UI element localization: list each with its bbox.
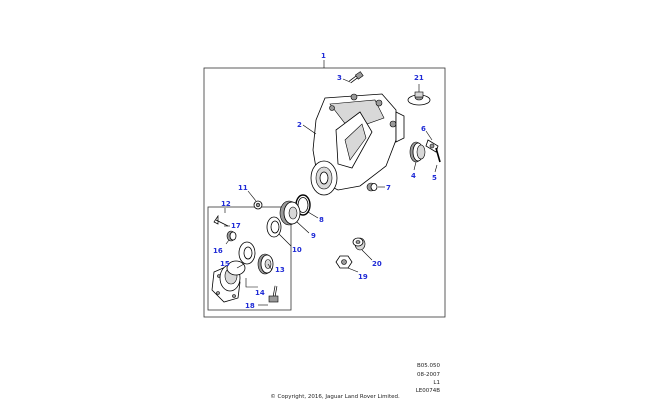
bolt-item-5[interactable]: [435, 147, 441, 163]
callout-17[interactable]: 17: [231, 222, 241, 230]
callout-18[interactable]: 18: [245, 302, 255, 310]
nut-item-19[interactable]: [335, 255, 353, 269]
callout-15[interactable]: 15: [220, 260, 230, 268]
callout-1[interactable]: 1: [321, 52, 326, 60]
bolt-item-3[interactable]: [349, 71, 364, 84]
callout-7[interactable]: 7: [386, 184, 391, 192]
callout-12[interactable]: 12: [221, 200, 231, 208]
callout-3[interactable]: 3: [337, 74, 342, 82]
bolt-item-18[interactable]: [268, 285, 279, 303]
callout-11[interactable]: 11: [238, 184, 248, 192]
callout-6[interactable]: 6: [421, 125, 426, 133]
callout-21[interactable]: 21: [414, 74, 424, 82]
callout-4[interactable]: 4: [411, 172, 416, 180]
subassembly-frame: [207, 206, 292, 311]
callout-19[interactable]: 19: [358, 273, 368, 281]
nut-item-11[interactable]: [253, 200, 263, 210]
callout-9[interactable]: 9: [311, 232, 316, 240]
diagram-level: L1: [433, 380, 440, 386]
bush-item-20[interactable]: [352, 237, 366, 251]
pin-item-17[interactable]: [213, 214, 229, 227]
bracket-item-6[interactable]: [425, 139, 439, 153]
shim-item-10[interactable]: [266, 216, 282, 238]
nut-item-16[interactable]: [226, 230, 237, 242]
plug-item-7[interactable]: [366, 182, 378, 192]
callout-5[interactable]: 5: [432, 174, 437, 182]
bearing-item-9[interactable]: [279, 200, 301, 226]
callout-2[interactable]: 2: [297, 121, 302, 129]
seal-item-13[interactable]: [257, 253, 274, 275]
callout-14[interactable]: 14: [255, 289, 265, 297]
differential-housing[interactable]: [310, 93, 405, 196]
diagram-code: B05.050: [416, 363, 440, 369]
copyright-notice: © Copyright, 2016, Jaguar Land Rover Lim…: [270, 394, 400, 400]
washer-item-15[interactable]: [238, 241, 256, 265]
diagram-date: 08-2007: [417, 372, 440, 378]
callout-8[interactable]: 8: [319, 216, 324, 224]
callout-20[interactable]: 20: [372, 260, 382, 268]
callout-16[interactable]: 16: [213, 247, 223, 255]
flange-item-14[interactable]: [211, 260, 246, 303]
diagram-ref: LE0074B: [415, 388, 440, 394]
cap-item-21[interactable]: [407, 91, 431, 106]
assembly-frame: [203, 67, 446, 318]
callout-10[interactable]: 10: [292, 246, 302, 254]
callout-13[interactable]: 13: [275, 266, 285, 274]
flange-item-4[interactable]: [409, 141, 426, 163]
